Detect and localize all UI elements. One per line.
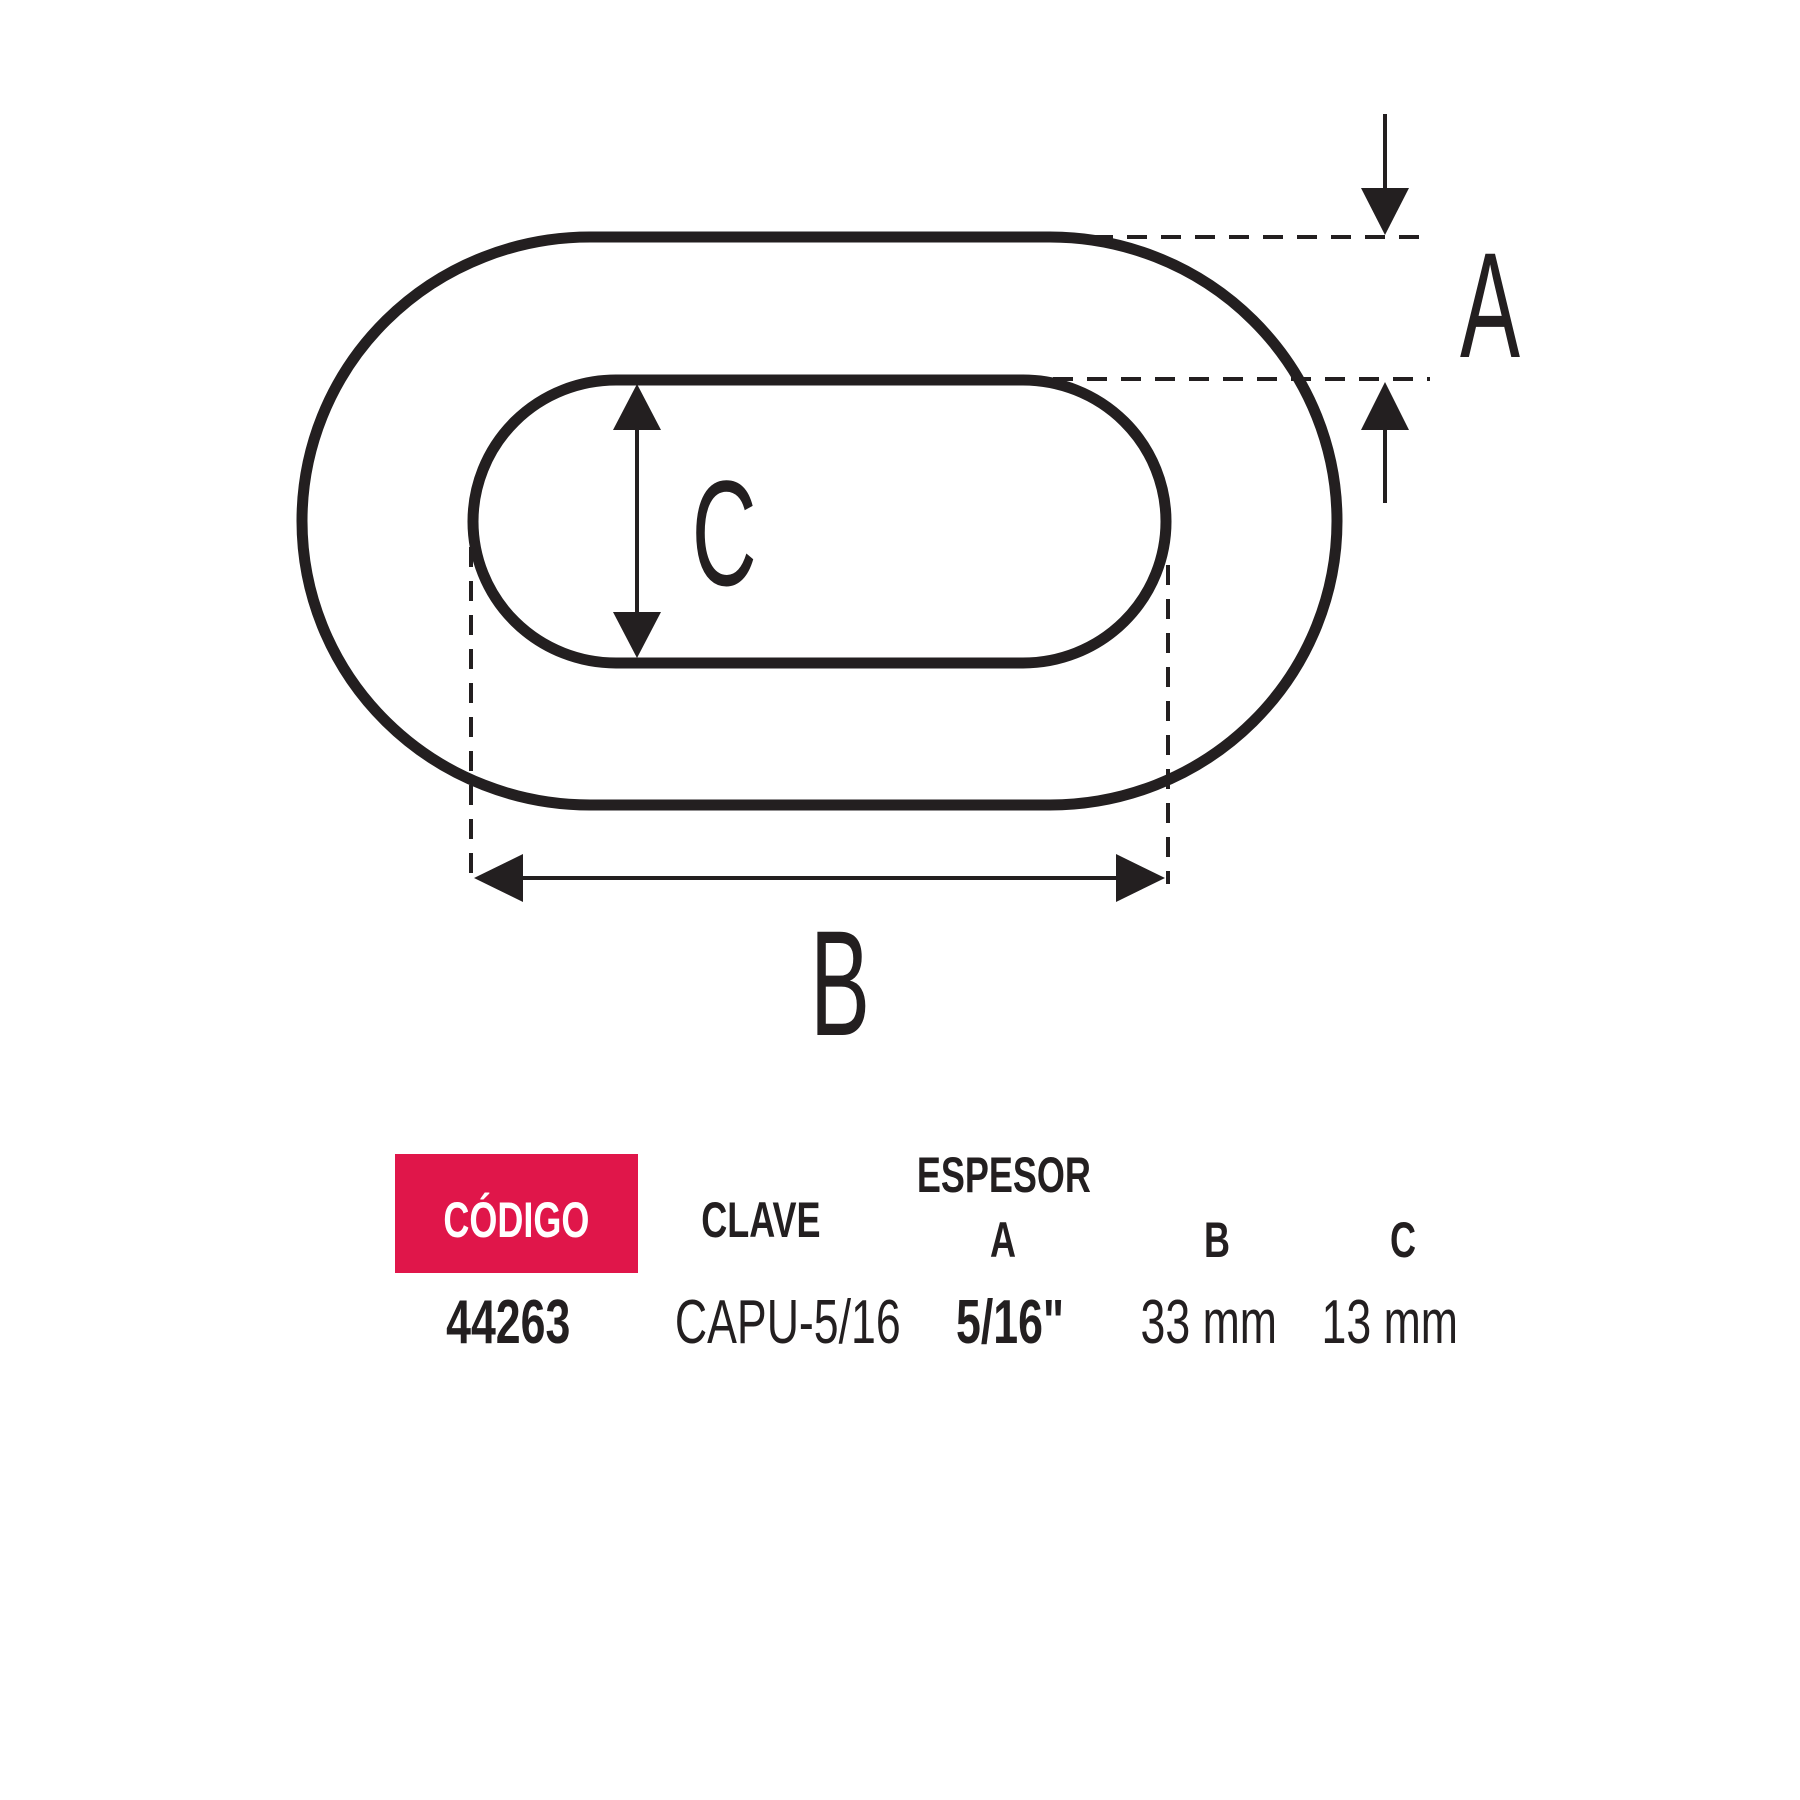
label-c: C — [691, 449, 757, 617]
dimension-c-arrow — [613, 384, 661, 658]
header-b: B — [1203, 1212, 1230, 1268]
value-a: 5/16" — [955, 1288, 1065, 1357]
label-a: A — [1460, 221, 1521, 389]
header-clave: CLAVE — [701, 1192, 821, 1248]
value-codigo: 44263 — [445, 1288, 571, 1357]
dimension-a-arrows — [1361, 114, 1409, 503]
header-espesor: ESPESOR — [916, 1147, 1092, 1203]
codigo-header-box — [395, 1154, 638, 1273]
header-c: C — [1389, 1212, 1416, 1268]
header-codigo: CÓDIGO — [442, 1192, 589, 1248]
inner-link-outline — [467, 374, 1172, 669]
value-c: 13 mm — [1321, 1288, 1459, 1357]
dimension-dashes — [469, 235, 1430, 884]
header-a: A — [989, 1212, 1016, 1268]
dimension-b-arrow — [474, 854, 1165, 902]
value-clave: CAPU-5/16 — [674, 1288, 901, 1357]
outer-link-outline — [296, 231, 1343, 811]
label-b: B — [810, 899, 871, 1067]
value-b: 33 mm — [1140, 1288, 1278, 1357]
